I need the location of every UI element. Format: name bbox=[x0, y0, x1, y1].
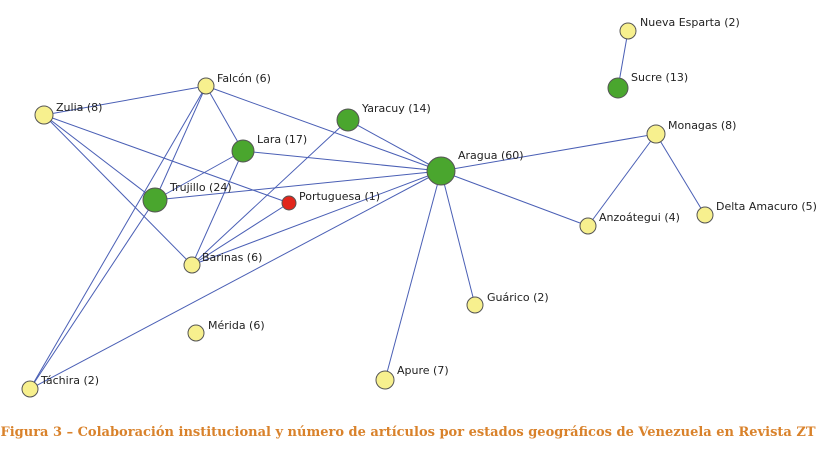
node-label-sucre: Sucre (13) bbox=[631, 71, 688, 84]
network-diagram: Zulia (8) Falcón (6) Lara (17) Yaracuy (14)… bbox=[21, 16, 816, 398]
node-portuguesa bbox=[281, 195, 297, 211]
edge-lara-barinas bbox=[191, 150, 244, 266]
network-svg: Zulia (8) Falcón (6) Lara (17) Yaracuy (14)… bbox=[21, 16, 816, 398]
node-anzoategui bbox=[579, 217, 597, 235]
node-label-merida: Mérida (6) bbox=[208, 319, 265, 332]
edge-monagas-delta_amacuro bbox=[655, 133, 706, 216]
node-barinas bbox=[183, 256, 201, 274]
node-label-guarico: Guárico (2) bbox=[487, 291, 549, 304]
edge-zulia-falcon bbox=[43, 85, 207, 116]
node-label-zulia: Zulia (8) bbox=[56, 101, 102, 114]
edge-falcon-trujillo bbox=[154, 85, 207, 201]
node-guarico bbox=[466, 296, 484, 314]
node-label-delta_amacuro: Delta Amacuro (5) bbox=[716, 200, 816, 213]
node-nueva_esparta bbox=[619, 22, 637, 40]
node-yaracuy bbox=[336, 108, 360, 132]
node-label-barinas: Barinas (6) bbox=[202, 251, 262, 264]
edge-trujillo-tachira bbox=[29, 199, 156, 390]
node-zulia bbox=[34, 105, 54, 125]
node-label-trujillo: Trujillo (24) bbox=[169, 181, 232, 194]
node-merida bbox=[187, 324, 205, 342]
node-label-anzoategui: Anzoátegui (4) bbox=[599, 211, 680, 224]
edge-trujillo-aragua bbox=[154, 170, 442, 201]
edge-monagas-anzoategui bbox=[587, 133, 657, 227]
node-label-portuguesa: Portuguesa (1) bbox=[299, 190, 380, 203]
node-label-tachira: Táchira (2) bbox=[40, 374, 99, 387]
edge-falcon-tachira bbox=[29, 85, 207, 390]
node-lara bbox=[231, 139, 255, 163]
node-label-monagas: Monagas (8) bbox=[668, 119, 736, 132]
edge-tachira-aragua bbox=[29, 170, 442, 390]
node-label-aragua: Aragua (60) bbox=[458, 149, 524, 162]
node-falcon bbox=[197, 77, 215, 95]
edge-lara-trujillo bbox=[154, 150, 244, 201]
edge-zulia-barinas bbox=[43, 114, 193, 266]
node-apure bbox=[375, 370, 395, 390]
node-label-falcon: Falcón (6) bbox=[217, 72, 271, 85]
edge-aragua-monagas bbox=[440, 133, 657, 172]
node-label-nueva_esparta: Nueva Esparta (2) bbox=[640, 16, 740, 29]
node-aragua bbox=[426, 156, 456, 186]
figure-caption: Figura 3 – Colaboración institucional y … bbox=[0, 425, 816, 440]
node-monagas bbox=[646, 124, 666, 144]
edge-falcon-aragua bbox=[205, 85, 442, 172]
edge-aragua-guarico bbox=[440, 170, 476, 306]
node-trujillo bbox=[142, 187, 168, 213]
node-label-apure: Apure (7) bbox=[397, 364, 449, 377]
node-label-yaracuy: Yaracuy (14) bbox=[361, 102, 431, 115]
edge-yaracuy-aragua bbox=[347, 119, 442, 172]
edge-aragua-anzoategui bbox=[440, 170, 589, 227]
node-tachira bbox=[21, 380, 39, 398]
node-sucre bbox=[607, 77, 629, 99]
edge-barinas-aragua bbox=[191, 170, 442, 266]
edge-portuguesa-barinas bbox=[191, 202, 290, 266]
edge-aragua-apure bbox=[384, 170, 442, 381]
node-label-lara: Lara (17) bbox=[257, 133, 307, 146]
edge-yaracuy-barinas bbox=[191, 119, 349, 266]
node-delta_amacuro bbox=[696, 206, 714, 224]
edge-lara-aragua bbox=[242, 150, 442, 172]
edge-zulia-portuguesa bbox=[43, 114, 290, 204]
edge-zulia-trujillo bbox=[43, 114, 156, 201]
edge-falcon-lara bbox=[205, 85, 244, 152]
